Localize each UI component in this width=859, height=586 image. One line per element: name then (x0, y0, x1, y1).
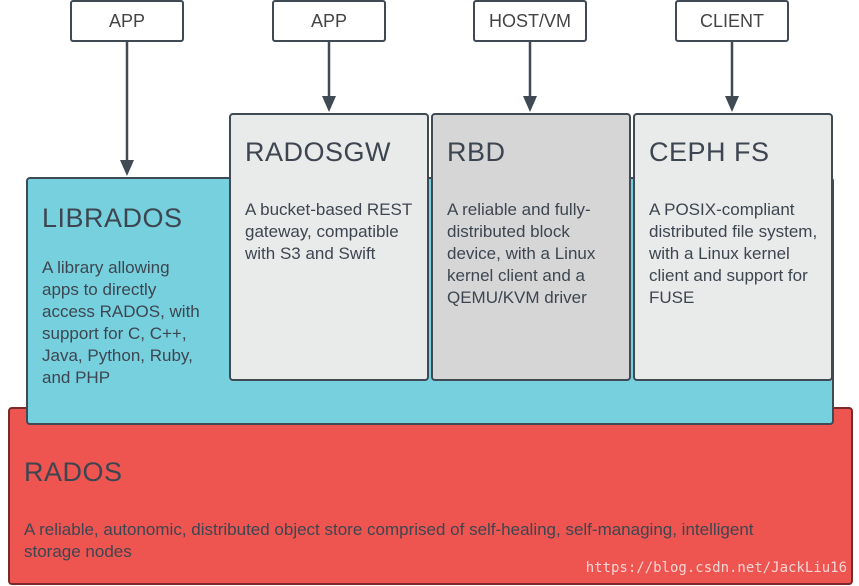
watermark: https://blog.csdn.net/JackLiu16 (585, 560, 847, 576)
radosgw-title: RADOSGW (245, 137, 392, 167)
rbd-box: RBD A reliable and fully-distributed blo… (431, 113, 631, 381)
client-box-host-vm: HOST/VM (473, 0, 587, 42)
cephfs-box: CEPH FS A POSIX-compliant distributed fi… (633, 113, 833, 381)
arrow-client-to-cephfs (725, 42, 739, 112)
rados-description: A reliable, autonomic, distributed objec… (24, 520, 754, 561)
rados-title: RADOS (24, 457, 123, 487)
client-box-app-2: APP (272, 0, 386, 42)
rbd-title: RBD (447, 137, 506, 167)
radosgw-description: A bucket-based REST gateway, compatible … (245, 200, 412, 263)
radosgw-box: RADOSGW A bucket-based REST gateway, com… (229, 113, 429, 381)
rbd-description: A reliable and fully-distributed block d… (447, 200, 596, 307)
client-box-client: CLIENT (675, 0, 789, 42)
client-box-app-1: APP (70, 0, 184, 42)
librados-description: A library allowing apps to directly acce… (42, 258, 200, 387)
librados-title: LIBRADOS (42, 203, 183, 233)
arrow-app-to-radosgw (322, 42, 336, 112)
cephfs-description: A POSIX-compliant distributed file syste… (649, 200, 818, 307)
arrow-app-to-librados (120, 42, 134, 176)
arrow-host-vm-to-rbd (523, 42, 537, 112)
cephfs-title: CEPH FS (649, 137, 770, 167)
rados-layer: RADOS A reliable, autonomic, distributed… (8, 407, 853, 585)
